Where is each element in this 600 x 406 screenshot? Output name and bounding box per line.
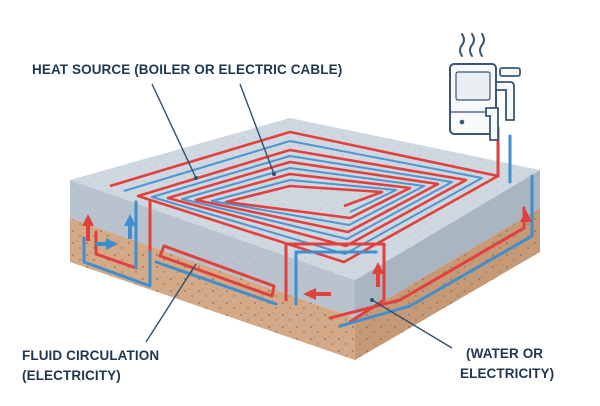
- heating-coil-cold: [123, 140, 483, 255]
- leader-lines: [145, 83, 453, 349]
- fluid-circulation-label: FLUID CIRCULATION: [22, 348, 160, 363]
- section-pipes: [82, 126, 534, 328]
- heat-source-label: HEAT SOURCE (BOILER OR ELECTRIC CABLE): [32, 62, 343, 77]
- slab-sides: [70, 170, 540, 318]
- steam-icon: [459, 33, 485, 57]
- water-or-label: (WATER OR: [466, 346, 544, 361]
- boiler-icon: [449, 63, 521, 141]
- flow-arrow-icon: [82, 210, 532, 300]
- fluid-electricity-label: (ELECTRICITY): [22, 368, 121, 383]
- water-electricity-label: ELECTRICITY): [460, 366, 555, 381]
